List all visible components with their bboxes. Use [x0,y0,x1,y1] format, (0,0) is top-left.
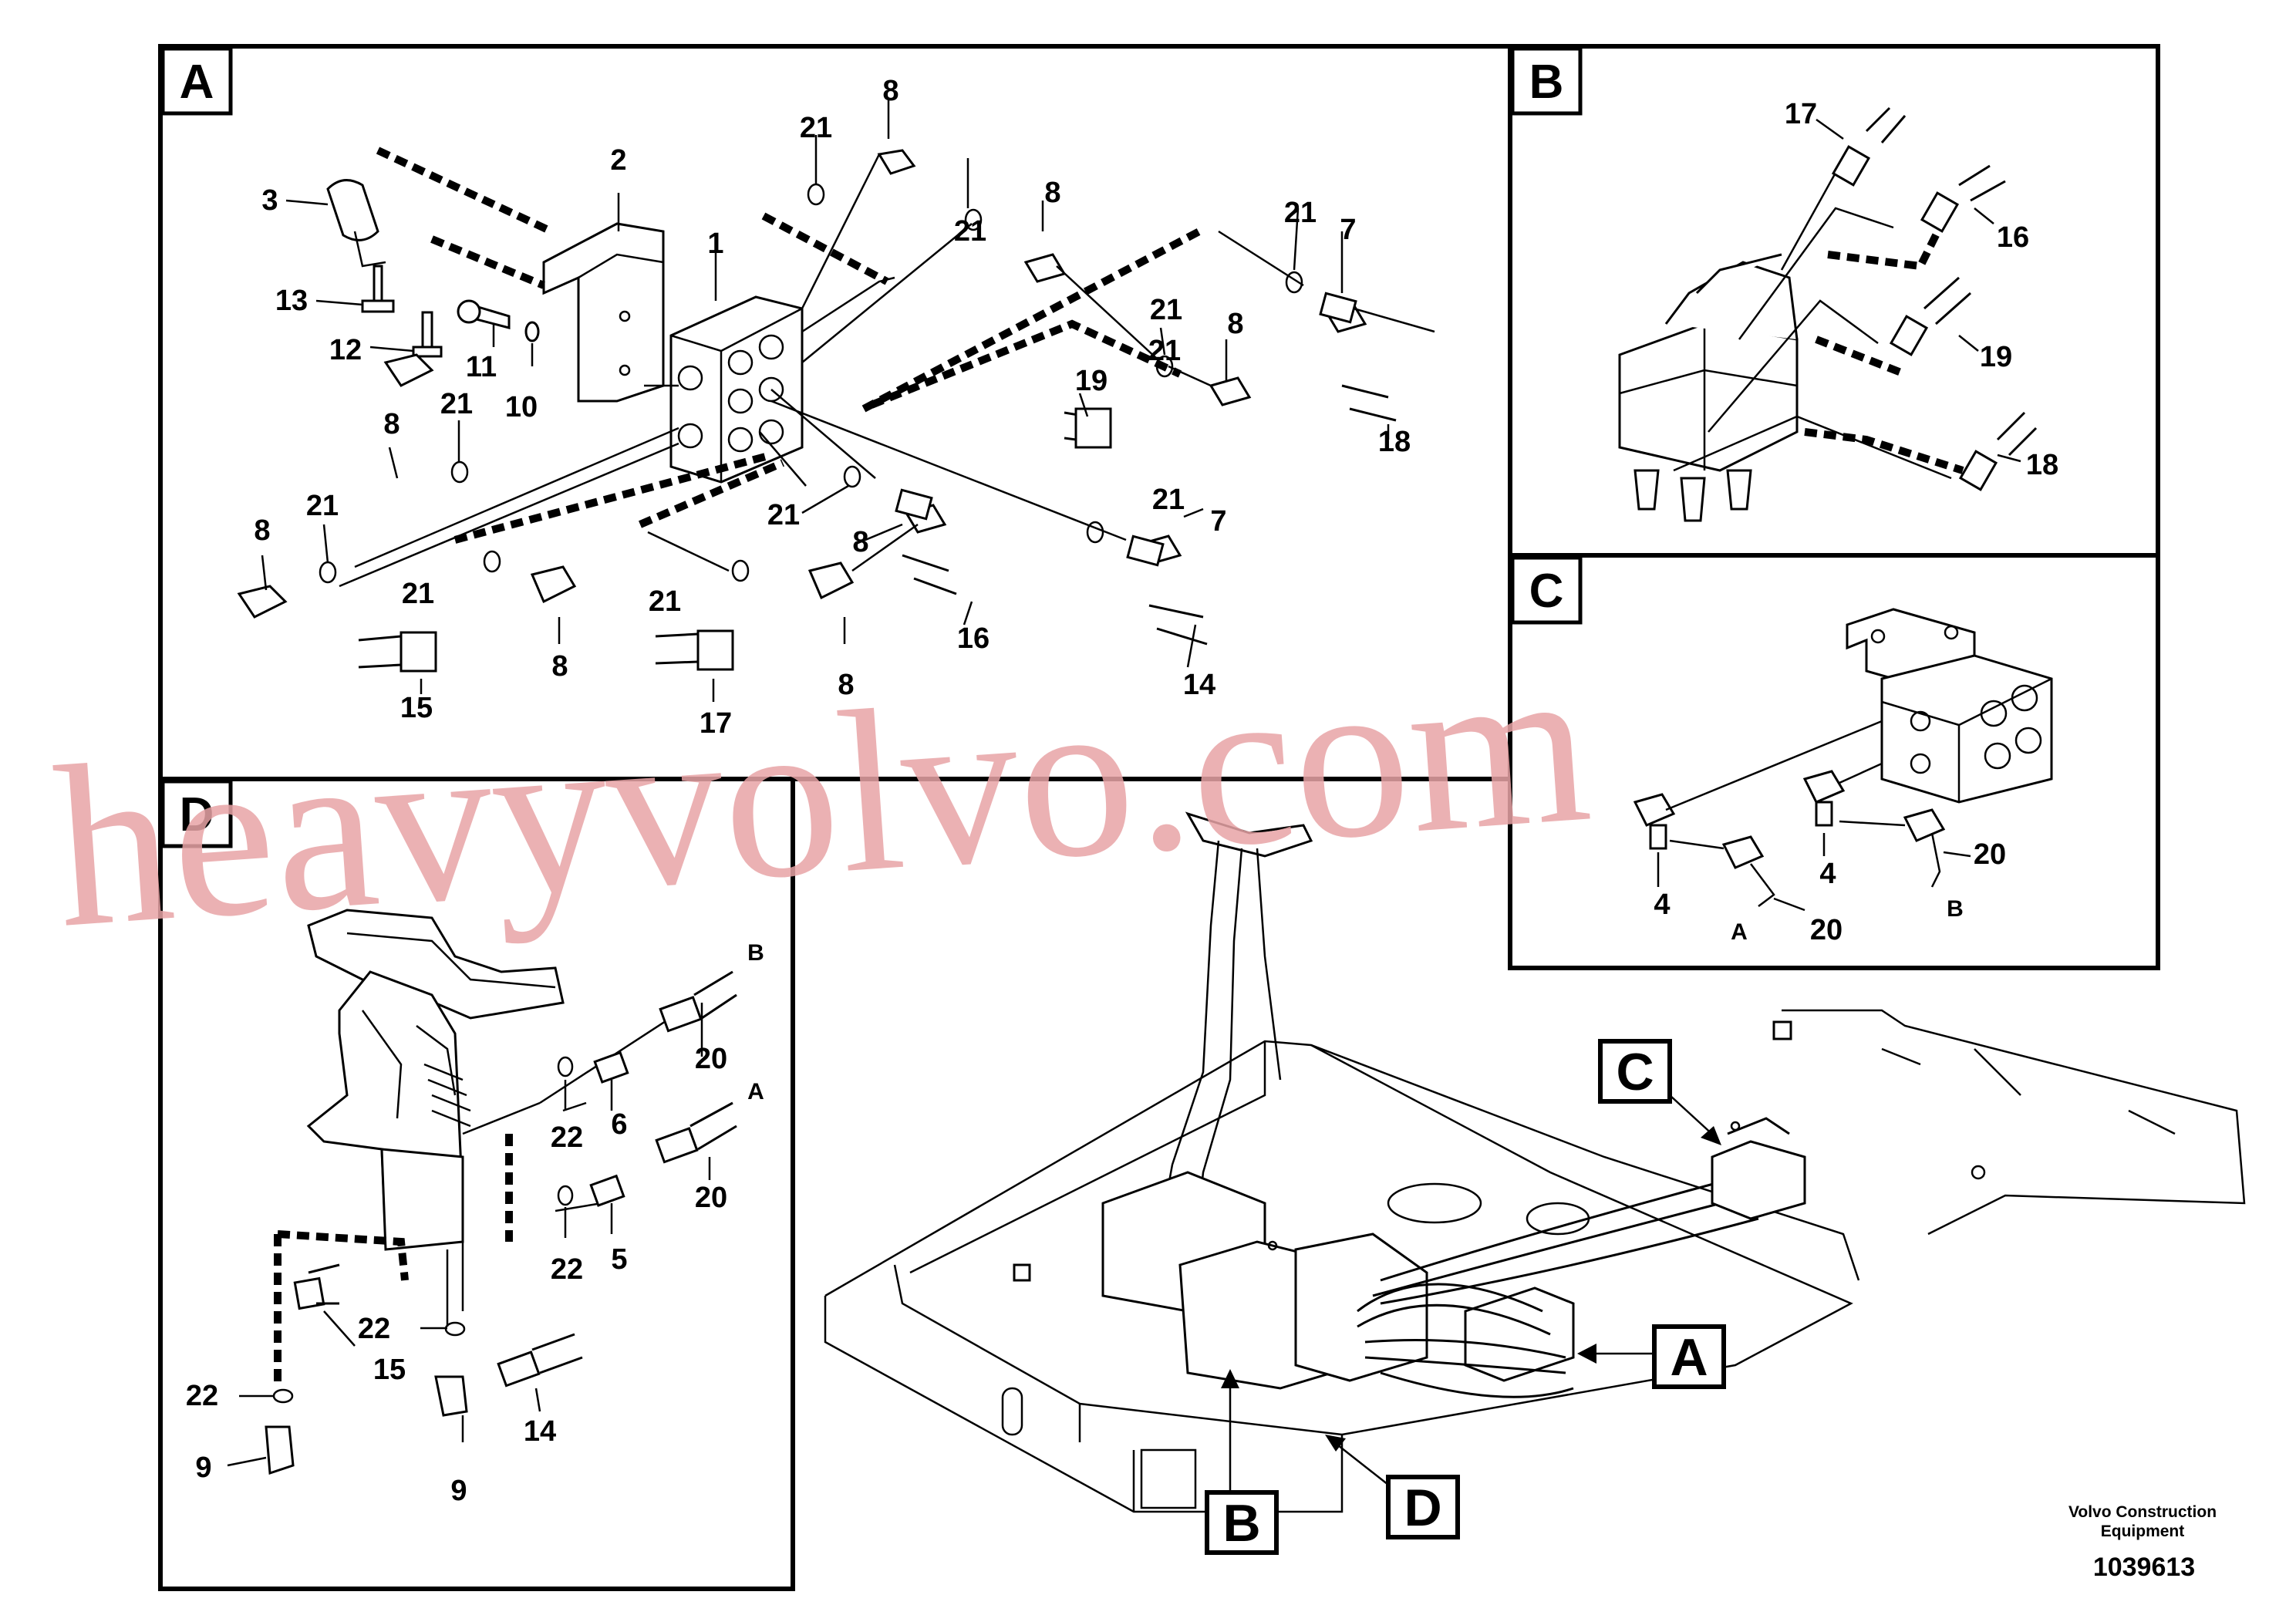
part-number-label: 7 [848,538,864,570]
part-number-label: 21 [402,578,434,610]
callout-b: B [1205,1369,1279,1555]
part-number-label: 13 [275,285,308,317]
part-number-label: 8 [254,514,270,547]
panel-letter: D [180,788,214,841]
part-number-label: 12 [329,334,362,366]
part-number-label: 15 [400,692,433,724]
part-number-label: 4 [1819,858,1836,890]
callout-c: C [1598,1039,1721,1145]
part-number-label: 14 [524,1415,556,1448]
callout-letter: B [1222,1494,1260,1553]
part-number-label: 7 [1210,505,1226,538]
part-number-label: 8 [1227,308,1243,340]
part-number-label: 20 [695,1182,727,1214]
drawing-number: 1039613 [2093,1553,2195,1582]
part-number-label: 5 [611,1243,627,1276]
part-number-label: 17 [700,707,732,740]
part-number-label: 15 [373,1354,406,1386]
part-number-label: 8 [882,75,899,107]
part-number-label: 8 [1044,177,1060,209]
watermark: heavyvolvo.com [47,613,1597,976]
part-number-label: 9 [450,1475,467,1507]
panel-b-label: B [1510,46,1583,116]
overview-drawing [824,811,2246,1513]
part-number-label: 18 [2026,449,2058,481]
panel-letter: A [180,56,214,109]
part-number-label: 3 [261,184,278,217]
part-number-label: 19 [1075,365,1108,397]
panel-b-frame [1508,44,2160,558]
part-number-label: 18 [1378,426,1411,458]
part-number-label: 21 [649,585,681,618]
part-number-label: 20 [1810,914,1843,946]
maker-line-1: Volvo Construction [2068,1503,2217,1521]
part-number-label: 21 [440,388,473,420]
panel-a-drawing: 1 2 3 13 12 11 10 8 21 8 21 8 21 8 21 21… [237,75,1435,740]
part-number-label: 22 [551,1121,583,1154]
panel-c-drawing: 4 4 20 20 A B [1633,608,2053,946]
part-number-label: 16 [1997,221,2029,254]
callout-letter: C [1616,1043,1654,1101]
hose-end-label: A [747,1079,764,1104]
callout-letter: A [1670,1328,1708,1387]
hose-end-label: B [1947,896,1964,922]
part-number-label: 2 [610,144,626,177]
panel-a-label: A [160,46,233,116]
part-number-label: 7 [1210,505,1226,538]
part-number-label: 22 [186,1380,218,1412]
part-number-label: 21 [1148,335,1181,367]
callout-d: D [1325,1435,1460,1539]
part-number-label: 17 [1785,98,1817,130]
part-number-label: 21 [800,112,832,144]
part-number-label: 21 [767,499,800,531]
panel-d-frame [158,777,795,1591]
part-number-label: 21 [954,215,986,248]
panel-letter: C [1529,565,1564,618]
part-number-label: 9 [195,1452,211,1484]
callout-a: A [1577,1324,1726,1389]
part-number-label: 8 [852,526,868,558]
part-number-label: 10 [505,391,538,423]
part-number-label: 20 [695,1043,727,1075]
part-number-label: 21 [306,490,339,522]
maker-line-2: Equipment [2101,1523,2185,1540]
part-number-label: 6 [611,1108,627,1141]
part-number-label: 8 [838,669,854,701]
panel-c-label: C [1510,555,1583,625]
part-number-label: 7 [1340,214,1356,246]
part-number-label: 21 [1156,484,1188,516]
callout-letter: D [1404,1479,1441,1537]
part-number-label: 4 [1654,889,1670,921]
part-number-label: 21 [1150,294,1182,326]
part-number-label: 21 [1152,484,1185,516]
panel-d-label: D [160,779,233,848]
part-number-label: 16 [957,622,990,655]
hose-end-label: A [1731,919,1748,945]
part-number-label: 11 [466,351,497,383]
part-number-label: 22 [551,1253,583,1286]
hose-end-label: B [747,940,764,966]
panel-c-frame [1508,553,2160,970]
part-number-label: 8 [383,408,400,440]
panel-b-drawing: 17 16 19 18 [1618,98,2058,522]
panel-d-drawing: 22 6 20 22 5 20 22 15 22 9 14 9 B A [186,909,764,1507]
part-number-label: 22 [358,1313,390,1345]
part-number-label: 1 [707,228,723,260]
part-number-label: 14 [1183,669,1215,701]
part-number-label: 19 [1980,341,2012,373]
part-number-label: 21 [767,499,800,531]
part-number-label: 8 [551,650,568,683]
part-number-label: 20 [1974,838,2006,871]
part-number-label: 21 [1284,197,1317,229]
panel-letter: B [1529,56,1564,109]
